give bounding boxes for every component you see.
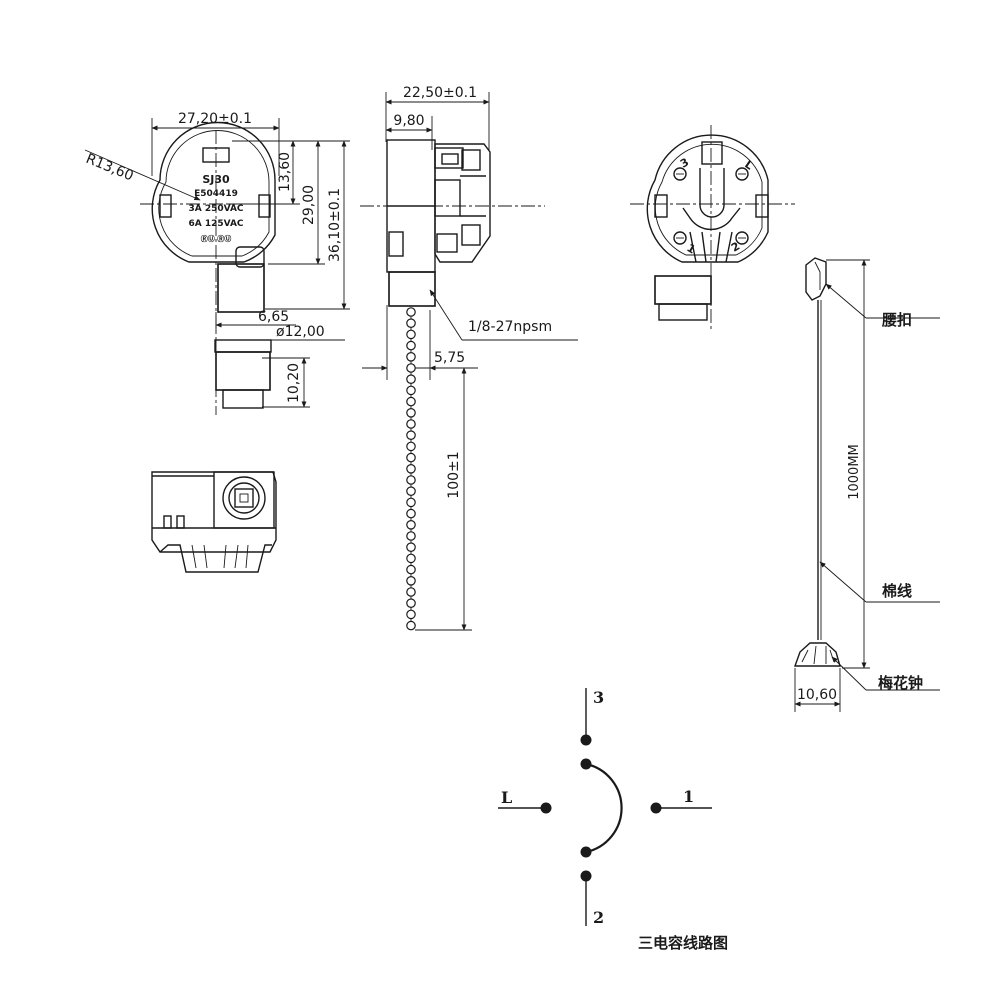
chain-bead (406, 340, 416, 351)
rating-text-2: 6A 125VAC (188, 219, 243, 229)
chain-bead (406, 531, 416, 541)
dim-chain-length: 100±1 (446, 451, 462, 498)
chain-bead (406, 575, 416, 586)
chain-bead (406, 318, 416, 328)
chain-bead (406, 329, 416, 340)
chain-bead (406, 609, 416, 620)
chain-bead (406, 587, 416, 597)
chain-bead (406, 598, 416, 608)
cert-text: E504419 (194, 189, 238, 199)
circuit-caption: 三电容线路图 (638, 934, 728, 952)
dim-radius: R13,60 (84, 151, 136, 184)
chain-bead (406, 430, 416, 440)
circuit-label-1: 1 (683, 787, 694, 806)
chain-bead (406, 307, 416, 317)
back-view: 3 L 1 2 (630, 125, 795, 330)
dim-diameter: ø12,00 (276, 324, 325, 340)
chain-bead (406, 441, 416, 452)
chain-bead (406, 396, 416, 407)
dim-6-65: 6,65 (258, 309, 289, 325)
chain-bead (406, 463, 416, 474)
chain-bead (406, 407, 416, 418)
chain-bead (406, 519, 416, 530)
top-view (151, 471, 277, 573)
dim-5-75: 5,75 (434, 350, 465, 366)
chain-bead (406, 374, 416, 384)
circuit-label-2: 2 (593, 908, 604, 927)
chain-bead (406, 363, 416, 373)
chain-bead (406, 620, 416, 631)
label-clip: 腰扣 (881, 311, 912, 329)
terminal-label-2: 2 (729, 240, 742, 255)
dim-bell-width: 10,60 (797, 687, 837, 703)
label-bell: 梅花钟 (878, 674, 923, 692)
chain-bead (406, 542, 416, 552)
label-cord: 棉线 (882, 582, 912, 600)
chain-bead (406, 497, 416, 508)
dim-cord-length: 1000MM (847, 444, 862, 500)
chain-bead (406, 351, 416, 362)
bead-chain (406, 307, 416, 631)
circuit-label-3: 3 (593, 688, 604, 707)
circuit-label-L: L (501, 788, 512, 807)
chain-bead (406, 419, 416, 429)
chain-bead (406, 564, 416, 575)
circuit-diagram: 3 L 1 2 三电容线路图 (498, 688, 728, 952)
side-view: 22,50±0.1 9,80 1/8-27npsm 5,75 100±1 (360, 85, 578, 631)
cert-marks: ⓇⓊ ⓇⓊ (201, 234, 231, 243)
pull-cord-view: 腰扣 棉线 梅花钟 1000MM 10,60 (794, 257, 940, 712)
chain-bead (406, 553, 416, 564)
rating-text-1: 3A 250VAC (188, 204, 243, 214)
dim-9-80: 9,80 (393, 113, 424, 129)
chain-bead (406, 452, 416, 463)
front-view: SJ30 E504419 3A 250VAC 6A 125VAC ⓇⓊ ⓇⓊ 2… (84, 111, 350, 415)
dim-13-60: 13,60 (277, 152, 293, 192)
chain-bead (406, 475, 416, 485)
dim-29-00: 29,00 (301, 185, 317, 225)
dim-front-width: 27,20±0.1 (178, 111, 252, 127)
dim-side-width: 22,50±0.1 (403, 85, 477, 101)
chain-bead (406, 385, 416, 396)
chain-bead (406, 508, 416, 519)
terminal-label-1: 1 (685, 241, 698, 256)
chain-bead (406, 486, 416, 496)
model-text: SJ30 (202, 173, 230, 186)
dim-10-20: 10,20 (286, 363, 302, 403)
dim-36-10: 36,10±0.1 (327, 188, 343, 262)
thread-spec: 1/8-27npsm (468, 319, 552, 335)
